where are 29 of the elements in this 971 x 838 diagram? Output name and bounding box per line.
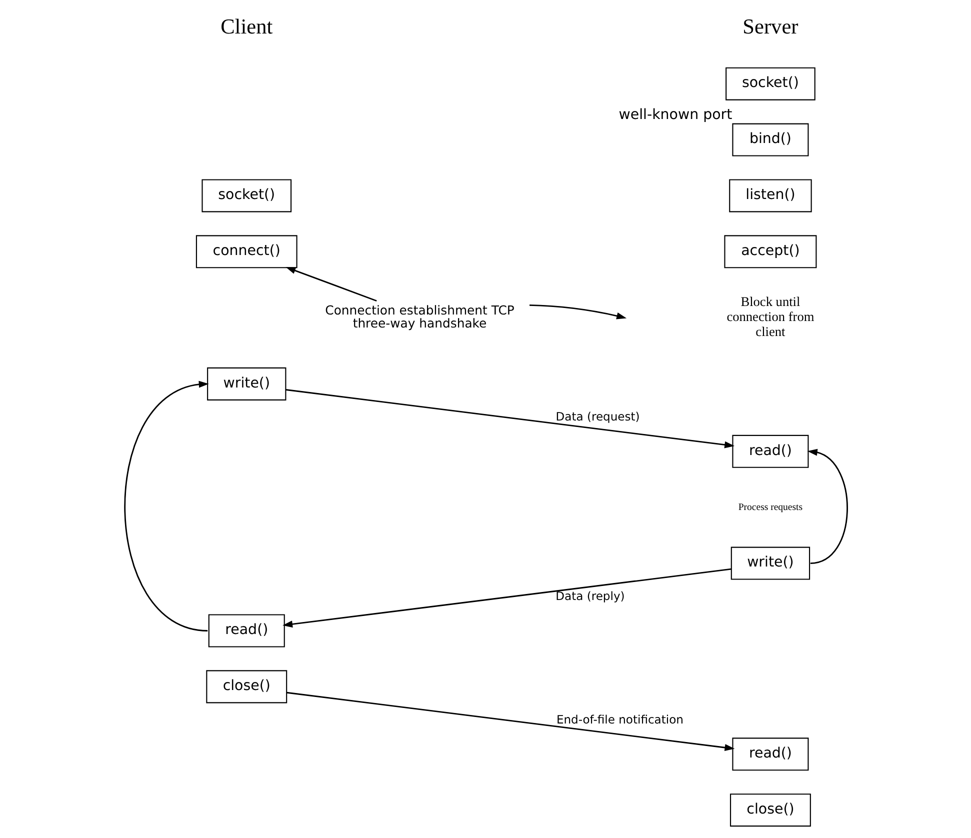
edge-label: End-of-file notification — [556, 712, 683, 726]
label: Client — [220, 14, 272, 38]
arrow — [286, 692, 734, 751]
arrow — [285, 267, 376, 302]
label: Server — [742, 14, 798, 38]
node-label: well-known port — [618, 107, 732, 124]
node-box: read() — [732, 434, 808, 468]
node-box: connect() — [195, 235, 297, 268]
node-box: listen() — [728, 179, 812, 212]
node-box: read() — [732, 738, 808, 771]
node-box: write() — [206, 367, 286, 400]
edge-label: Data (request) — [555, 410, 640, 424]
label: Process requests — [738, 502, 802, 513]
arrow — [285, 389, 734, 448]
node-box: close() — [206, 670, 287, 704]
arrow — [282, 568, 731, 628]
arrow — [124, 380, 208, 632]
node-box: read() — [208, 614, 284, 648]
arrow — [529, 304, 626, 320]
node-box: write() — [730, 546, 810, 580]
node-box: socket() — [201, 179, 292, 212]
edge-label: Data (reply) — [555, 589, 624, 604]
node-box: close() — [729, 794, 810, 827]
node-box: accept() — [724, 235, 816, 268]
node-box: socket() — [725, 67, 815, 100]
label: Block until connection from client — [726, 294, 814, 339]
arrow — [806, 448, 848, 564]
node-box: bind() — [732, 123, 808, 156]
node-text: Connection establishment TCP three-way handshake — [324, 302, 514, 331]
